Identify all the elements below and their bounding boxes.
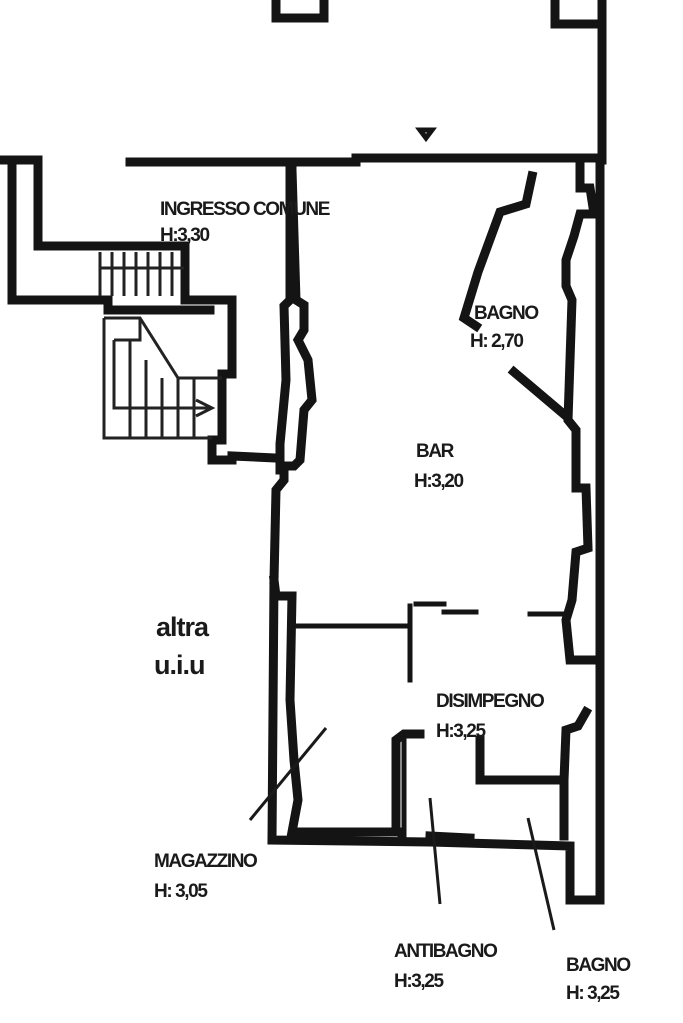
right-inner-wall [561, 157, 600, 665]
antibagno-leader-line [428, 797, 442, 905]
ingresso-name-label: INGRESSO COMUNE [160, 199, 330, 220]
magazzino-leader-line [248, 727, 328, 821]
stair-left-wall [7, 161, 215, 315]
stair-block-outline [0, 155, 281, 465]
right-outer-lower-wall [565, 155, 605, 905]
stair-arrow [195, 398, 216, 418]
antibagno-height-label: H:3,25 [394, 971, 444, 992]
neighbor-unit-line2: u.i.u [154, 650, 205, 680]
lower-bottom-wall [267, 575, 575, 905]
bar-name-label: BAR [416, 441, 454, 462]
ingresso-interior-wall [275, 165, 295, 475]
bagno-bottom-name-label: BAGNO [566, 955, 631, 976]
bar-height-label: H:3,20 [414, 471, 464, 492]
bagno-top-name-label: BAGNO [474, 303, 539, 324]
top-right-wall-fragment [550, 0, 607, 29]
bagno-top-height-label: H: 2,70 [470, 331, 524, 352]
stair-upper-flight [98, 252, 184, 296]
bar-top-wall [125, 153, 607, 173]
stair-lower-flight [102, 316, 222, 440]
disimpegno-name-label: DISIMPEGNO [436, 691, 545, 712]
bagno-bottom-height-label: H: 3,25 [566, 983, 620, 1004]
ingresso-height-label: H:3,30 [160, 225, 210, 246]
disimpegno-height-label: H:3,25 [436, 721, 486, 742]
bagno-top-left-wall [458, 170, 538, 333]
ingresso-right-wall [269, 165, 317, 585]
antibagno-name-label: ANTIBAGNO [394, 941, 498, 962]
bagno-bottom-wall [475, 705, 593, 841]
top-left-wall-fragment [271, 0, 329, 23]
magazzino-outline [268, 574, 405, 837]
small-triangle-mark [415, 127, 437, 143]
magazzino-height-label: H: 3,05 [154, 881, 208, 902]
neighbor-unit-line1: altra [156, 612, 209, 642]
bagno-bottom-leader-line [526, 817, 556, 931]
bagno-top-door [507, 365, 573, 423]
bar-magazzino-partition [289, 601, 569, 683]
magazzino-name-label: MAGAZZINO [154, 851, 258, 872]
